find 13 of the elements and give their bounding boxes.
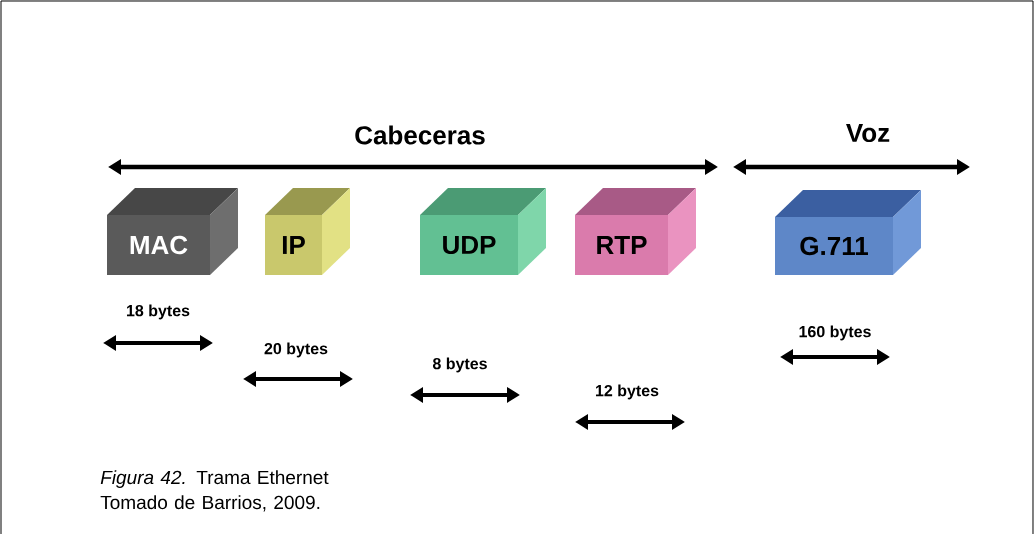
dimension-label: 12 bytes — [596, 384, 659, 400]
dimension-label: Voz — [846, 123, 890, 143]
cube: IP — [265, 188, 350, 275]
dimension-label: 8 bytes — [432, 357, 487, 373]
dimension-label: 20 bytes — [264, 342, 328, 358]
cube: RTP — [575, 188, 696, 275]
cube: G.711 — [775, 190, 921, 275]
dimension-label: 18 bytes — [127, 304, 190, 320]
cube: UDP — [420, 188, 546, 275]
cube: MAC — [107, 188, 238, 275]
figure-caption: Figura 42. Trama Ethernet Tomado de Barrios, 2009. — [100, 470, 329, 512]
dimension-label: 160 bytes — [799, 325, 871, 341]
dimension-label: Cabeceras — [355, 125, 485, 145]
